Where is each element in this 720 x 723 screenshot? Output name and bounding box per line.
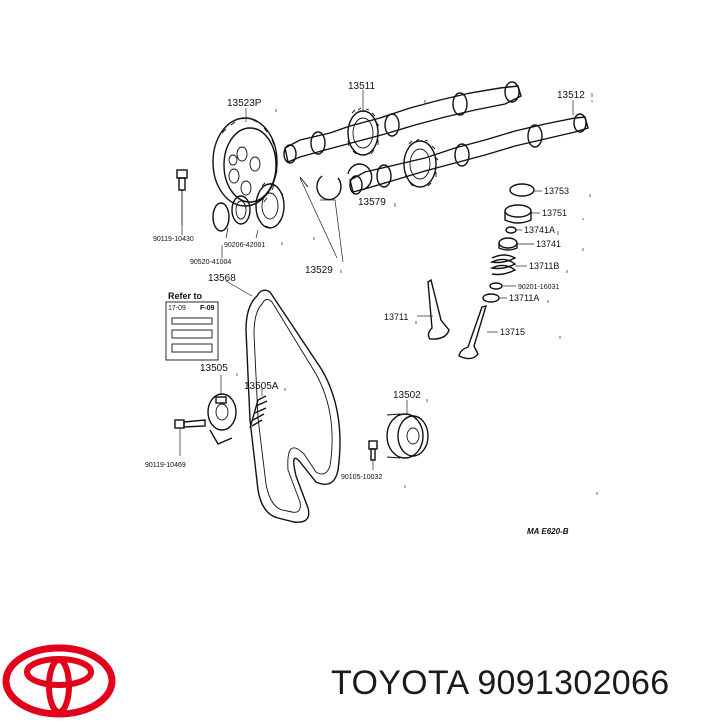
refer-line1: 17-09 xyxy=(168,305,186,312)
brand-name: TOYOTA xyxy=(331,664,468,702)
label-13753: 13753 xyxy=(544,186,569,196)
idler-gear xyxy=(255,182,285,229)
label-13715: 13715 xyxy=(500,327,525,337)
intake-valve xyxy=(427,278,450,340)
tensioner-spring xyxy=(249,395,268,429)
pulley-bolt-icon xyxy=(368,440,378,461)
label-13502: 13502 xyxy=(393,390,421,401)
camshaft-exhaust xyxy=(349,113,589,195)
footer-caption: TOYOTA 9091302066 xyxy=(331,664,669,703)
bolt-icon xyxy=(176,169,188,225)
label-90119-10469: 90119-10469 xyxy=(145,462,186,469)
refer-title: Refer to xyxy=(168,291,203,301)
label-90105-10032: 90105-10032 xyxy=(341,474,382,481)
label-13751: 13751 xyxy=(542,208,567,218)
label-13505: 13505 xyxy=(200,363,228,374)
label-13741: 13741 xyxy=(536,239,561,249)
label-13741a: 13741A xyxy=(524,225,555,235)
label-13511: 13511 xyxy=(348,81,376,92)
exhaust-valve xyxy=(458,305,488,360)
label-13512: 13512 xyxy=(557,90,585,101)
toyota-logo-icon xyxy=(1,644,117,718)
label-90119-10430: 90119-10430 xyxy=(153,236,194,243)
leader-lines xyxy=(179,90,574,470)
label-13568: 13568 xyxy=(208,273,236,284)
label-13711a: 13711A xyxy=(509,293,539,303)
label-90520-41004: 90520-41004 xyxy=(190,259,231,266)
belt-tensioner xyxy=(207,393,237,445)
label-90201-16031: 90201-16031 xyxy=(518,284,559,291)
timing-belt xyxy=(245,289,341,523)
label-13711: 13711 xyxy=(384,312,408,322)
camshaft-intake xyxy=(283,81,522,164)
part-number: 9091302066 xyxy=(477,664,670,702)
label-13529: 13529 xyxy=(305,265,333,276)
snap-rings xyxy=(212,195,251,232)
tensioner-bolt-icon xyxy=(174,419,206,429)
idler-pulley xyxy=(386,413,429,459)
refer-line2: F-09 xyxy=(200,305,215,312)
label-90206-42001: 90206-42001 xyxy=(224,242,265,249)
label-13523p: 13523P xyxy=(227,98,262,109)
diagram-code: MA E620-B xyxy=(527,527,569,536)
camshaft-timing-pulley xyxy=(212,117,278,207)
label-13505a: 13505A xyxy=(244,381,279,392)
label-13711b: 13711B xyxy=(529,261,559,271)
label-13579: 13579 xyxy=(358,197,386,208)
camshaft-snap-ring xyxy=(299,163,373,201)
refer-to-box: Refer to 17-09 F-09 xyxy=(165,291,219,361)
